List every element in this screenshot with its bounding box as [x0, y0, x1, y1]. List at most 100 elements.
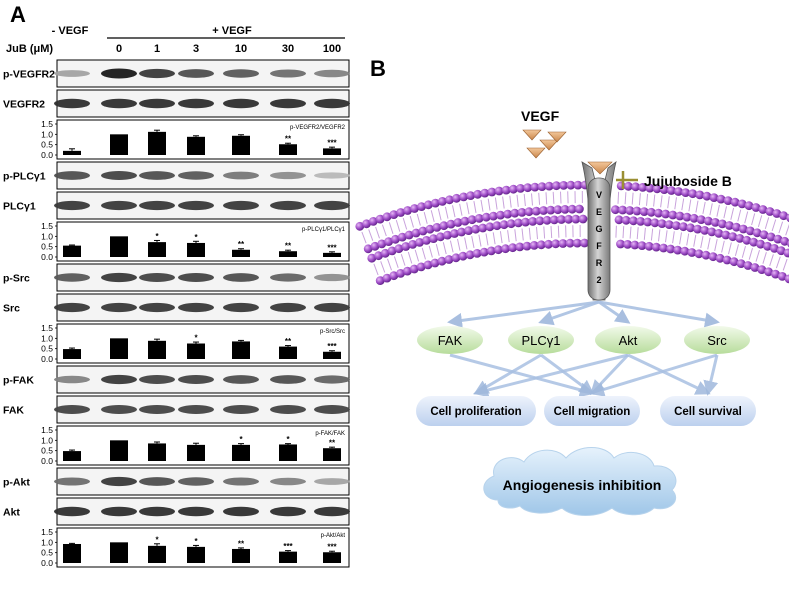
- chart-title: p-Akt/Akt: [321, 533, 346, 539]
- blot-band: [314, 405, 350, 414]
- blot-band: [270, 98, 306, 109]
- lipid-tail: [734, 244, 739, 257]
- lipid-head: [506, 219, 516, 229]
- blot-and-chart-rows: p-VEGFR2VEGFR21.51.00.50.0p-VEGFR2/VEGFR…: [3, 59, 350, 568]
- lipid-head: [722, 255, 732, 265]
- lipid-head: [549, 215, 559, 225]
- kinase-to-outcome-arrow: [449, 353, 595, 398]
- lipid-head: [389, 271, 399, 281]
- lipid-head: [638, 183, 648, 192]
- significance-label: *: [194, 537, 198, 546]
- receptor-letters: VEGFR2: [595, 190, 602, 285]
- lipid-tail: [679, 232, 682, 245]
- lipid-head: [752, 228, 762, 238]
- lipid-head: [535, 216, 545, 226]
- significance-label: ***: [327, 243, 337, 252]
- y-tick-label: 1.0: [41, 129, 53, 139]
- lipid-head: [624, 181, 633, 191]
- lipid-head: [451, 253, 461, 263]
- lipid-head: [773, 234, 783, 244]
- lipid-head: [675, 211, 685, 221]
- lipid-tail: [757, 215, 763, 228]
- significance-label: *: [155, 535, 159, 544]
- lipid-head: [783, 248, 789, 258]
- bar: [110, 236, 128, 257]
- western-blot-row: VEGFR2: [3, 89, 350, 118]
- lipid-head: [430, 258, 440, 268]
- dose-label: 0: [116, 43, 122, 55]
- lipid-tail: [373, 263, 379, 276]
- lipid-tail: [782, 258, 788, 271]
- lipid-tail: [457, 238, 461, 251]
- lipid-head: [614, 215, 624, 225]
- lipid-head: [453, 218, 463, 227]
- lipid-head: [499, 220, 509, 230]
- blot-band: [270, 273, 306, 282]
- bar: [279, 144, 297, 155]
- lipid-head: [717, 219, 727, 229]
- y-tick-label: 1.5: [41, 221, 53, 231]
- blot-label: FAK: [3, 405, 24, 417]
- bar: [187, 343, 205, 359]
- blot-band: [139, 405, 175, 414]
- lipid-head: [536, 240, 546, 250]
- bar: [187, 444, 205, 461]
- significance-label: ***: [327, 543, 337, 552]
- lipid-head: [621, 215, 631, 225]
- receptor-letter: R: [596, 258, 603, 268]
- chart-title: p-VEGFR2/VEGFR2: [290, 125, 346, 131]
- lipid-tail: [702, 201, 706, 214]
- blot-band: [178, 273, 214, 282]
- lipid-head: [745, 226, 755, 236]
- lipid-head: [471, 224, 481, 234]
- lipid-tail: [737, 209, 742, 222]
- blot-band: [314, 375, 350, 384]
- outcome-pill: [544, 396, 640, 426]
- bar: [63, 245, 81, 257]
- lipid-head: [654, 208, 663, 218]
- significance-label: ***: [327, 139, 337, 148]
- western-blot-row: p-VEGFR2: [3, 59, 350, 88]
- bar: [63, 349, 81, 359]
- lipid-head: [729, 257, 739, 267]
- y-tick-label: 0.5: [41, 242, 53, 252]
- lipid-tail: [674, 197, 677, 210]
- lipid-head: [686, 223, 695, 233]
- lipid-head: [396, 208, 406, 217]
- lipid-head: [616, 239, 625, 249]
- lipid-tail: [764, 217, 770, 230]
- blot-band: [270, 405, 306, 414]
- lipid-head: [423, 260, 433, 270]
- lipid-head: [382, 212, 392, 222]
- lipid-head: [770, 244, 779, 253]
- lipid-tail: [521, 228, 524, 241]
- lipid-head: [652, 184, 662, 194]
- blot-band: [101, 506, 137, 517]
- lipid-head: [516, 184, 525, 193]
- significance-label: **: [285, 337, 292, 346]
- lipid-head: [437, 256, 447, 266]
- lipid-head: [763, 241, 772, 251]
- dose-label: 10: [235, 43, 247, 55]
- lipid-head: [780, 236, 789, 246]
- lipid-head: [558, 239, 568, 248]
- blot-band: [270, 302, 306, 313]
- lipid-tail: [452, 205, 456, 218]
- lipid-head: [544, 181, 554, 191]
- lipid-head: [375, 276, 385, 285]
- blot-band: [223, 405, 259, 414]
- lipid-head: [391, 234, 400, 244]
- blot-band: [178, 69, 214, 78]
- significance-label: *: [286, 435, 290, 444]
- blot-band: [178, 171, 214, 180]
- kinase-label: Akt: [619, 333, 638, 348]
- outcome-label: Cell proliferation: [430, 406, 521, 418]
- cell-membrane: [355, 180, 789, 285]
- lipid-tail: [531, 193, 533, 206]
- lipid-head: [443, 230, 452, 240]
- lipid-tail: [714, 239, 718, 252]
- angiogenesis-inhibition-label: Angiogenesis inhibition: [503, 477, 662, 493]
- lipid-head: [531, 206, 541, 216]
- lipid-tail: [615, 225, 617, 238]
